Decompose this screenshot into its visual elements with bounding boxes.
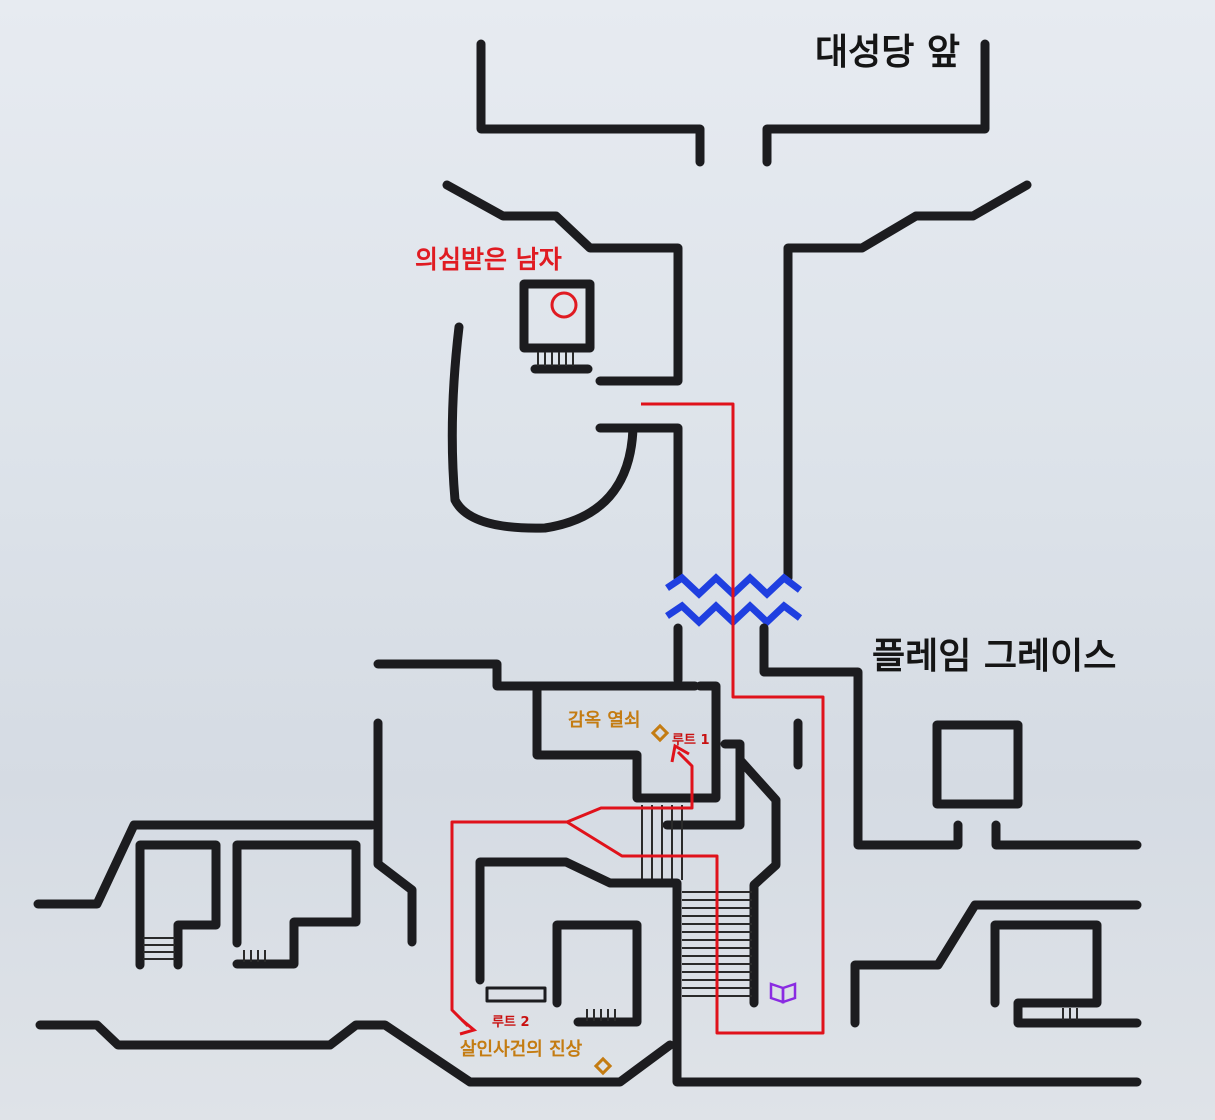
npc-room-stairs	[537, 352, 574, 366]
area-label-flame-grace: 플레임 그레이스	[872, 636, 1116, 677]
open-book-icon[interactable]	[769, 982, 797, 1004]
murder-truth-diamond-icon[interactable]	[593, 1056, 613, 1076]
route-paths	[450, 402, 825, 1035]
route1-arrowhead	[670, 743, 690, 763]
route2-label: 루트 2	[492, 1015, 530, 1030]
central-stairs[interactable]	[641, 805, 752, 1003]
npc-label: 의심받은 남자	[415, 245, 562, 274]
walls-lower-right	[850, 900, 1142, 1028]
prison-key-diamond-icon[interactable]	[650, 723, 670, 743]
lower-right-stairs	[1062, 1008, 1078, 1020]
prison-key-label: 감옥 열쇠	[568, 710, 641, 731]
walls-cathedral-front	[476, 39, 990, 167]
area-label-cathedral-front: 대성당 앞	[815, 32, 960, 73]
lower-left-stairs	[143, 937, 616, 1021]
route2-arrowhead	[459, 1018, 478, 1036]
route1-label: 루트 1	[672, 733, 710, 748]
murder-truth-label: 살인사건의 진상	[460, 1039, 583, 1060]
walls-middle-area	[373, 623, 1142, 1008]
npc-circle-icon[interactable]	[550, 291, 578, 319]
walls-lower-left	[33, 718, 1142, 1087]
walls-upper-area	[442, 180, 1032, 583]
